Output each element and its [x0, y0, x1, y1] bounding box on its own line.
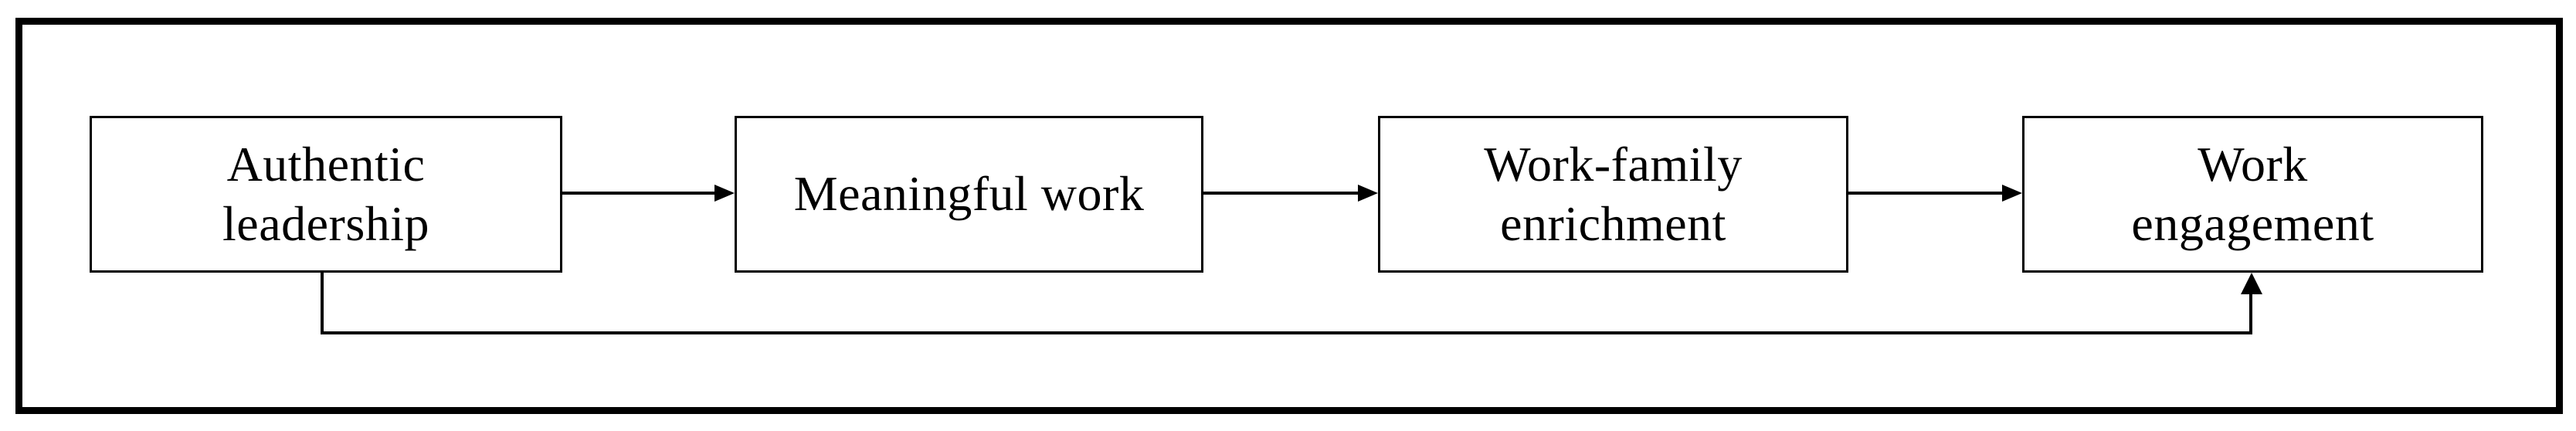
node-work-family-enrichment-label: Work-family enrichment [1484, 136, 1743, 251]
node-authentic-leadership-label: Authentic leadership [222, 136, 429, 251]
arrow-authentic-to-meaningful-shaft [562, 192, 717, 195]
arrow-authentic-to-engagement-bottom-segment [321, 331, 2252, 334]
arrow-right-icon [714, 185, 735, 202]
node-work-engagement: Work engagement [2022, 116, 2483, 273]
arrow-authentic-to-engagement-rise-segment [2249, 292, 2252, 334]
arrow-meaningful-to-enrichment-shaft [1203, 192, 1359, 195]
diagram-frame [15, 18, 2563, 414]
node-authentic-leadership: Authentic leadership [90, 116, 562, 273]
arrow-right-icon [1358, 185, 1378, 202]
arrow-authentic-to-engagement-drop-segment [321, 272, 324, 334]
arrow-enrichment-to-engagement-shaft [1848, 192, 2004, 195]
node-work-engagement-label: Work engagement [2131, 136, 2374, 251]
node-work-family-enrichment: Work-family enrichment [1378, 116, 1848, 273]
arrow-right-icon [2002, 185, 2022, 202]
arrow-up-icon [2241, 273, 2262, 294]
node-meaningful-work-label: Meaningful work [793, 166, 1145, 222]
node-meaningful-work: Meaningful work [735, 116, 1203, 273]
